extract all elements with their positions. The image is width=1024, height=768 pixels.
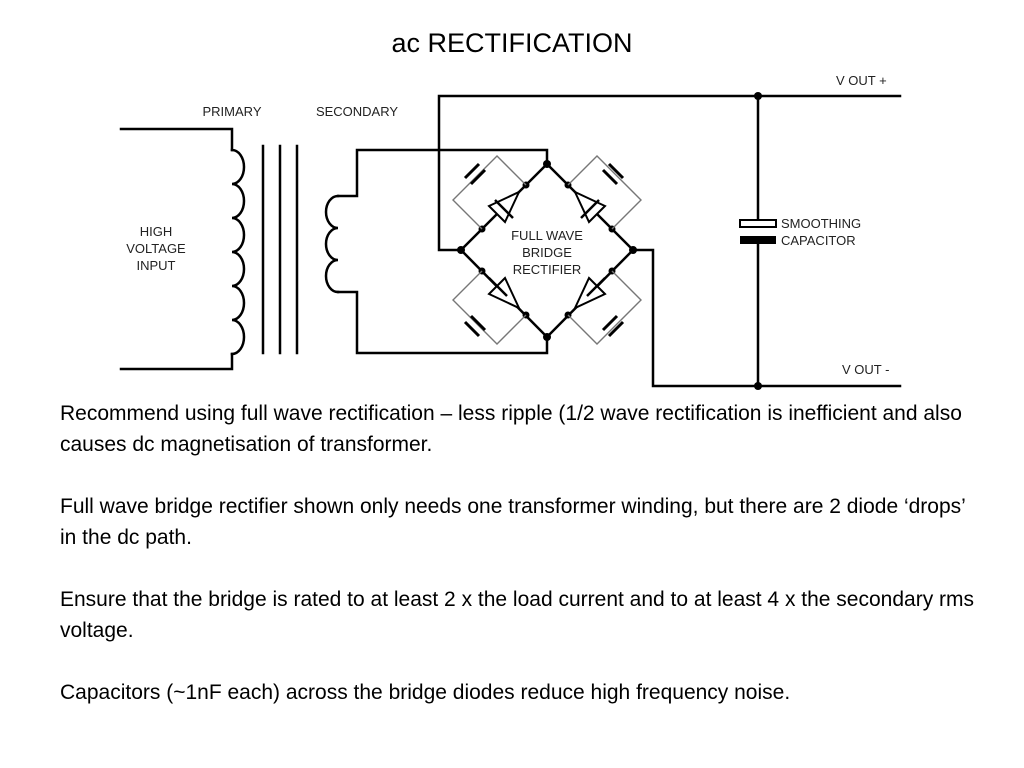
bypass-capacitor-lower-left <box>463 314 487 338</box>
diode-upper-right-bar <box>580 199 600 219</box>
diode-upper-right <box>572 189 607 224</box>
capacitor-negative-plate <box>740 236 776 244</box>
junction-dot <box>543 160 551 168</box>
primary-bottom-lead <box>119 352 234 371</box>
bypass-capacitor-upper-right <box>601 162 625 186</box>
capacitor-positive-plate <box>739 219 777 228</box>
bypass-capacitor-lower-right <box>601 314 625 338</box>
primary-top-lead <box>119 127 234 152</box>
input-label-line3: INPUT <box>137 258 176 273</box>
bridge-label-line1: FULL WAVE <box>511 228 583 243</box>
paragraph-bridge: Full wave bridge rectifier shown only ne… <box>60 495 966 549</box>
rectifier-circuit-diagram: PRIMARY SECONDARY HIGH VOLTAGE INPUT FUL… <box>119 73 902 390</box>
bypass-cap-loop-lower-right <box>567 270 642 345</box>
diode-upper-left <box>487 189 522 224</box>
junction-dot <box>457 246 465 254</box>
bypass-capacitor-upper-left <box>463 162 487 186</box>
diode-upper-left-bar <box>494 199 514 219</box>
secondary-top-lead <box>336 148 549 198</box>
secondary-coil <box>324 194 340 294</box>
bridge-label-line3: RECTIFIER <box>513 262 582 277</box>
diode-lower-right-bar <box>586 277 606 297</box>
input-label-line1: HIGH <box>140 224 173 239</box>
paragraph-capacitors: Capacitors (~1nF each) across the bridge… <box>60 681 791 704</box>
vout-minus-label: V OUT - <box>842 362 889 377</box>
diode-lower-left-bar <box>488 277 508 297</box>
bridge-label-line2: BRIDGE <box>522 245 572 260</box>
capacitor-label-line2: CAPACITOR <box>781 233 856 248</box>
bridge-right-to-vout-minus <box>631 248 902 388</box>
secondary-label: SECONDARY <box>316 104 398 119</box>
input-label-line2: VOLTAGE <box>126 241 186 256</box>
body-text: Recommend using full wave rectification … <box>60 398 980 739</box>
paragraph-rectification: Recommend using full wave rectification … <box>60 402 962 456</box>
capacitor-label-line1: SMOOTHING <box>781 216 861 231</box>
primary-label: PRIMARY <box>203 104 262 119</box>
primary-coil <box>230 148 246 356</box>
bridge-left-to-vout-plus <box>437 94 902 252</box>
bypass-cap-loop-lower-left <box>452 270 527 345</box>
junction-dot <box>543 333 551 341</box>
junction-dot <box>629 246 637 254</box>
slide-title: ac RECTIFICATION <box>391 28 633 58</box>
bypass-cap-loop-upper-left <box>452 155 527 230</box>
paragraph-rating: Ensure that the bridge is rated to at le… <box>60 588 975 642</box>
bypass-cap-loop-upper-right <box>567 155 642 230</box>
junction-dot <box>754 92 762 100</box>
secondary-bottom-lead <box>336 290 549 355</box>
junction-dot <box>754 382 762 390</box>
vout-plus-label: V OUT + <box>836 73 887 88</box>
